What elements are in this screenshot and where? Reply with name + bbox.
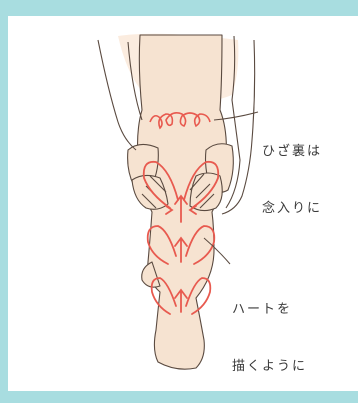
heart-annotation-line1: ハートを xyxy=(232,300,307,319)
heart-annotation-line2: 描くように xyxy=(232,357,307,376)
knee-annotation: ひざ裏は 念入りに xyxy=(262,104,322,237)
knee-annotation-line2: 念入りに xyxy=(262,199,322,218)
heart-annotation: ハートを 描くように xyxy=(232,262,307,395)
knee-annotation-line1: ひざ裏は xyxy=(262,142,322,161)
